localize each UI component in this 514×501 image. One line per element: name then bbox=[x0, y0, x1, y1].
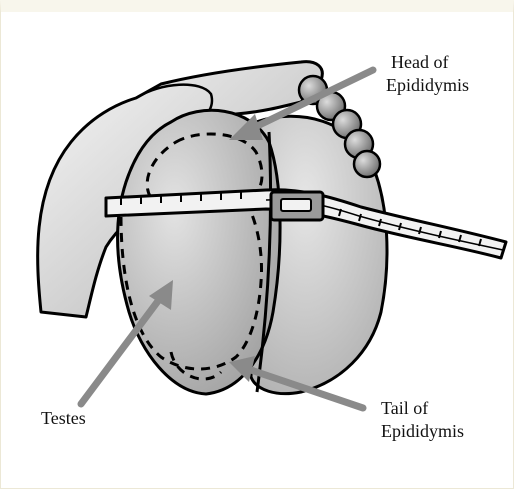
label-tail-line1: Tail of bbox=[381, 398, 428, 418]
label-head-line1: Head of bbox=[391, 52, 448, 72]
label-tail-line2: Epididymis bbox=[381, 421, 464, 441]
label-head-line2: Epididymis bbox=[386, 75, 469, 95]
label-testes: Testes bbox=[41, 408, 86, 428]
figure-frame: Head of Epididymis Testes Tail of Epidid… bbox=[0, 0, 514, 489]
testicular-measurement-diagram: Head of Epididymis Testes Tail of Epidid… bbox=[1, 12, 514, 501]
